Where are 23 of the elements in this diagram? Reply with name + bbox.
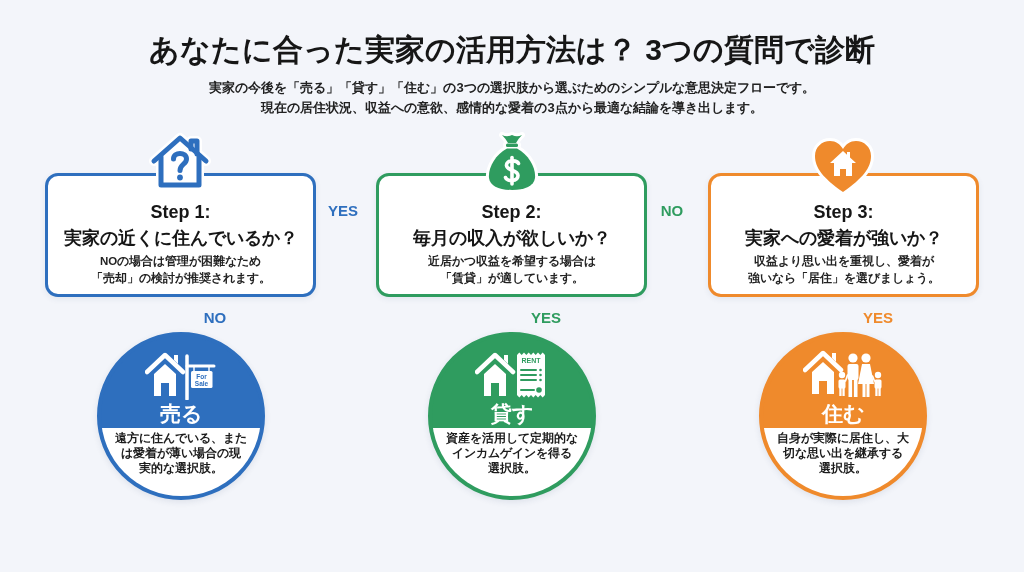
option-label: 売る [159, 402, 203, 426]
branch-label: NO [203, 308, 227, 326]
description-text: 収益より思い出を重視し、愛着が強いなら「居住」を選びましょう。 [746, 253, 941, 287]
subtitle: 現在の居住状況、収益への意欲、感情的な愛着の3点から最適な結論を導き出します。 [261, 99, 763, 117]
option-label: 住む [821, 402, 865, 426]
step-label: Step 3: [813, 201, 874, 224]
question-text: 毎月の収入が欲しいか？ [412, 227, 611, 250]
option-description: 自身が実際に居住し、大切な思い出を継承する選択肢。 [763, 428, 923, 496]
step-label: Step 1: [150, 201, 211, 224]
branch-label: YES [531, 308, 561, 326]
description-text: NOの場合は管理が困難なため「売却」の検討が推奨されます。 [89, 254, 272, 287]
branch-label: YES [863, 308, 893, 326]
option-description: 遠方に住んでいる、または愛着が薄い場合の現実的な選択肢。 [101, 428, 261, 496]
title: あなたに合った実家の活用方法は？ 3つの質問で診断 [149, 31, 875, 68]
branch-label: NO [660, 201, 684, 219]
step-label: Step 2: [481, 201, 542, 224]
option-label: 貸す [490, 402, 534, 426]
option-description: 資産を活用して定期的なインカムゲインを得る選択肢。 [432, 428, 592, 496]
branch-label: YES [328, 201, 358, 219]
subtitle: 実家の今後を「売る」「貸す」「住む」の3つの選択肢から選ぶためのシンプルな意思決定フローです。 [209, 79, 815, 97]
question-text: 実家への愛着が強いか？ [744, 227, 943, 250]
description-text: 近居かつ収益を希望する場合は「賃貸」が適しています。 [426, 253, 597, 287]
question-text: 実家の近くに住んでいるか？ [63, 227, 298, 250]
